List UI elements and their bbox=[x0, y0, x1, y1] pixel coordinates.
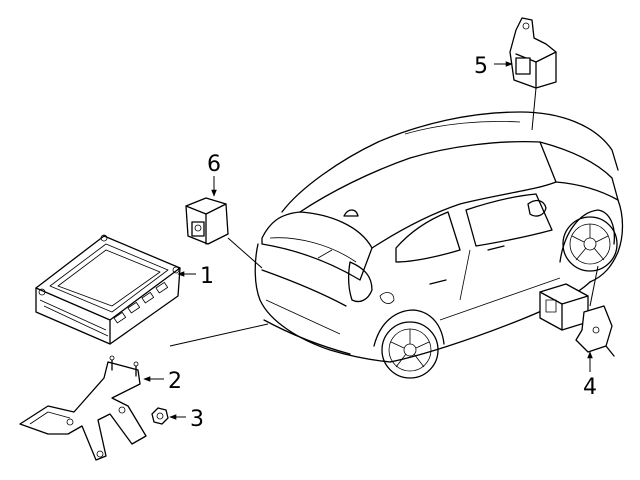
callout-4-label: 4 bbox=[583, 375, 597, 400]
callout-3: 3 bbox=[169, 407, 204, 432]
callout-1-label: 1 bbox=[200, 264, 214, 289]
part-5-sensor bbox=[509, 17, 557, 89]
vehicle-illustration bbox=[254, 111, 624, 379]
callout-5: 5 bbox=[474, 54, 513, 79]
callout-2: 2 bbox=[143, 369, 182, 394]
part-4-sensor-bracket bbox=[539, 283, 615, 357]
callout-6-label: 6 bbox=[207, 152, 221, 177]
callout-5-label: 5 bbox=[474, 54, 488, 79]
part-3-nut bbox=[151, 407, 169, 425]
part-6-sensor bbox=[185, 197, 229, 245]
part-1-control-module bbox=[35, 234, 181, 345]
callout-1: 1 bbox=[177, 264, 214, 289]
leader-lines bbox=[169, 87, 599, 347]
callout-6: 6 bbox=[207, 152, 221, 197]
callout-2-label: 2 bbox=[168, 369, 182, 394]
callout-4: 4 bbox=[583, 351, 597, 400]
callout-3-label: 3 bbox=[190, 407, 204, 432]
part-2-bracket bbox=[19, 355, 147, 461]
